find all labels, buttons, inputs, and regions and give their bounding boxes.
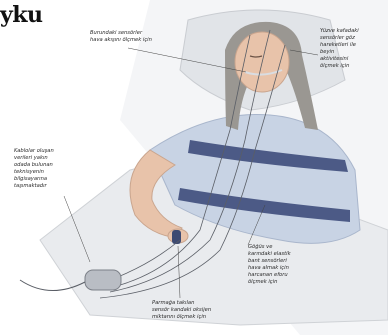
callout-line: Yüzve kafadaki [320, 28, 359, 35]
callout-line: aktivitesini [320, 56, 359, 63]
callout-line: ölçmek için [320, 63, 359, 70]
callout-line: Burundaki sensörler [90, 30, 152, 37]
callout-cables: Kablolar oluşan verileri yakın odada bul… [14, 148, 54, 190]
callout-line: verileri yakın [14, 155, 54, 162]
callout-line: hava akışını ölçmek için [90, 37, 152, 44]
callout-line: harcanan eforu [248, 272, 291, 279]
callout-line: taşımaktadır [14, 183, 54, 190]
recording-box [85, 270, 121, 290]
callout-line: hava almak için [248, 265, 291, 272]
callout-line: hareketleri ile [320, 42, 359, 49]
callout-finger-sensor: Parmağa takılan sensör kandaki oksijen m… [152, 300, 211, 321]
page-title: yku [0, 2, 43, 28]
callout-line: Göğüs ve [248, 244, 291, 251]
callout-chest-bands: Göğüs ve karındaki elastik bant sensörle… [248, 244, 291, 286]
callout-line: teknisyenin [14, 169, 54, 176]
callout-line: karındaki elastik [248, 251, 291, 258]
callout-line: sensörler göz [320, 35, 359, 42]
callout-line: bilgisayarına [14, 176, 54, 183]
callout-line: miktarını ölçmek için [152, 314, 211, 321]
callout-line: beyin [320, 49, 359, 56]
callout-face-sensors: Yüzve kafadaki sensörler göz hareketleri… [320, 28, 359, 70]
finger-sensor [172, 230, 181, 244]
callout-line: ölçmek için [248, 279, 291, 286]
callout-line: Parmağa takılan [152, 300, 211, 307]
callout-line: Kablolar oluşan [14, 148, 54, 155]
callout-line: sensör kandaki oksijen [152, 307, 211, 314]
callout-line: odada bulunan [14, 162, 54, 169]
callout-line: bant sensörleri [248, 258, 291, 265]
callout-nose-sensors: Burundaki sensörler hava akışını ölçmek … [90, 30, 152, 44]
